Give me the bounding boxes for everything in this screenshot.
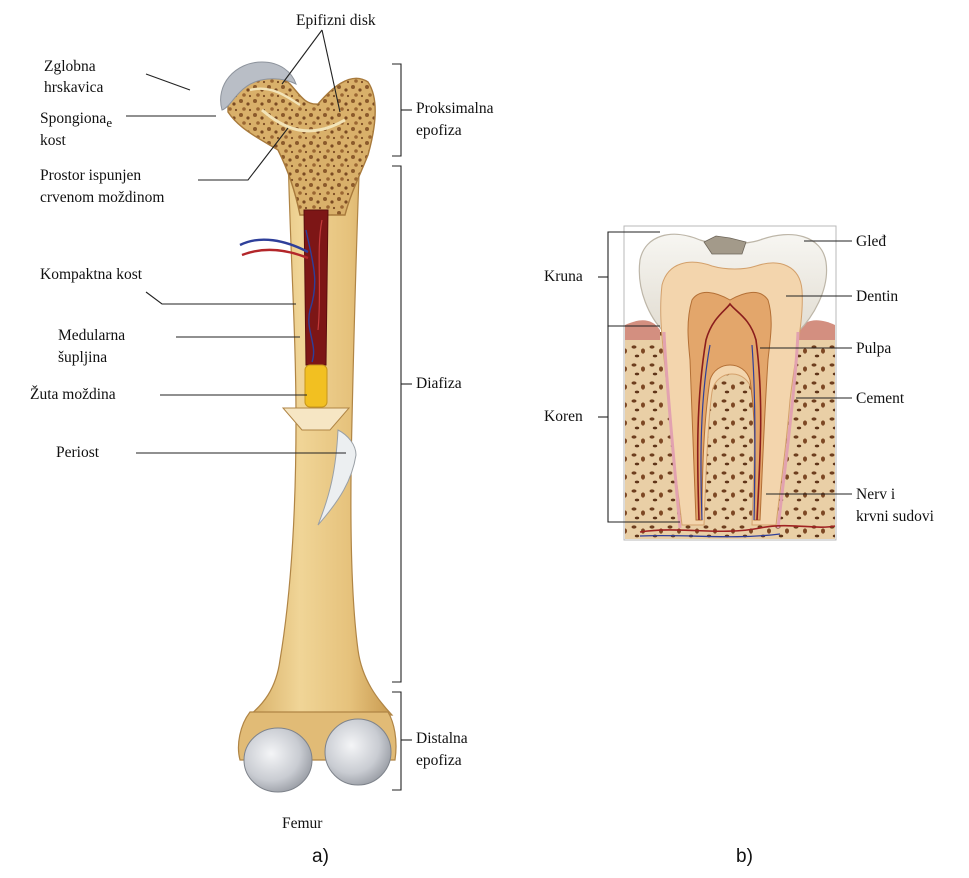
label-dentin: Dentin (856, 286, 898, 307)
label-cement: Cement (856, 388, 904, 409)
label-proksimalna-1: Proksimalna (416, 98, 494, 119)
yellow-marrow (305, 365, 327, 407)
label-nerv-1: Nerv i (856, 484, 895, 505)
label-spongiozna-sub: e (106, 115, 112, 130)
label-distalna-2: epofiza (416, 750, 462, 771)
label-nerv-2: krvni sudovi (856, 506, 934, 527)
label-femur-caption: Femur (282, 813, 322, 834)
label-distalna-1: Distalna (416, 728, 468, 749)
femur-illustration (221, 62, 396, 792)
sublabel-b: b) (736, 846, 753, 868)
label-spongiozna-2: kost (40, 130, 66, 151)
label-medularna-2: šupljina (58, 347, 107, 368)
label-zglobna-hrskavica-2: hrskavica (44, 77, 103, 98)
medullary-cavity (304, 210, 328, 365)
label-zuta-mozdina: Žuta moždina (30, 384, 116, 405)
condyle-right (325, 719, 391, 785)
label-diafiza: Diafiza (416, 373, 462, 394)
label-proksimalna-2: epofiza (416, 120, 462, 141)
label-kompaktna-kost: Kompaktna kost (40, 264, 142, 285)
sublabel-a: a) (312, 846, 329, 868)
label-periost: Periost (56, 442, 99, 463)
label-medularna-1: Medularna (58, 325, 125, 346)
label-kruna: Kruna (544, 266, 583, 287)
label-gled: Gleđ (856, 231, 886, 252)
tooth-illustration (624, 226, 836, 540)
label-koren: Koren (544, 406, 583, 427)
condyle-left (244, 728, 312, 792)
label-spongiozna-main: Spongiona (40, 110, 106, 127)
label-pulpa: Pulpa (856, 338, 891, 359)
label-epifizni-disk: Epifizni disk (296, 10, 376, 31)
label-prostor-2: crvenom moždinom (40, 187, 164, 208)
label-zglobna-hrskavica-1: Zglobna (44, 56, 96, 77)
label-prostor-1: Prostor ispunjen (40, 165, 141, 186)
